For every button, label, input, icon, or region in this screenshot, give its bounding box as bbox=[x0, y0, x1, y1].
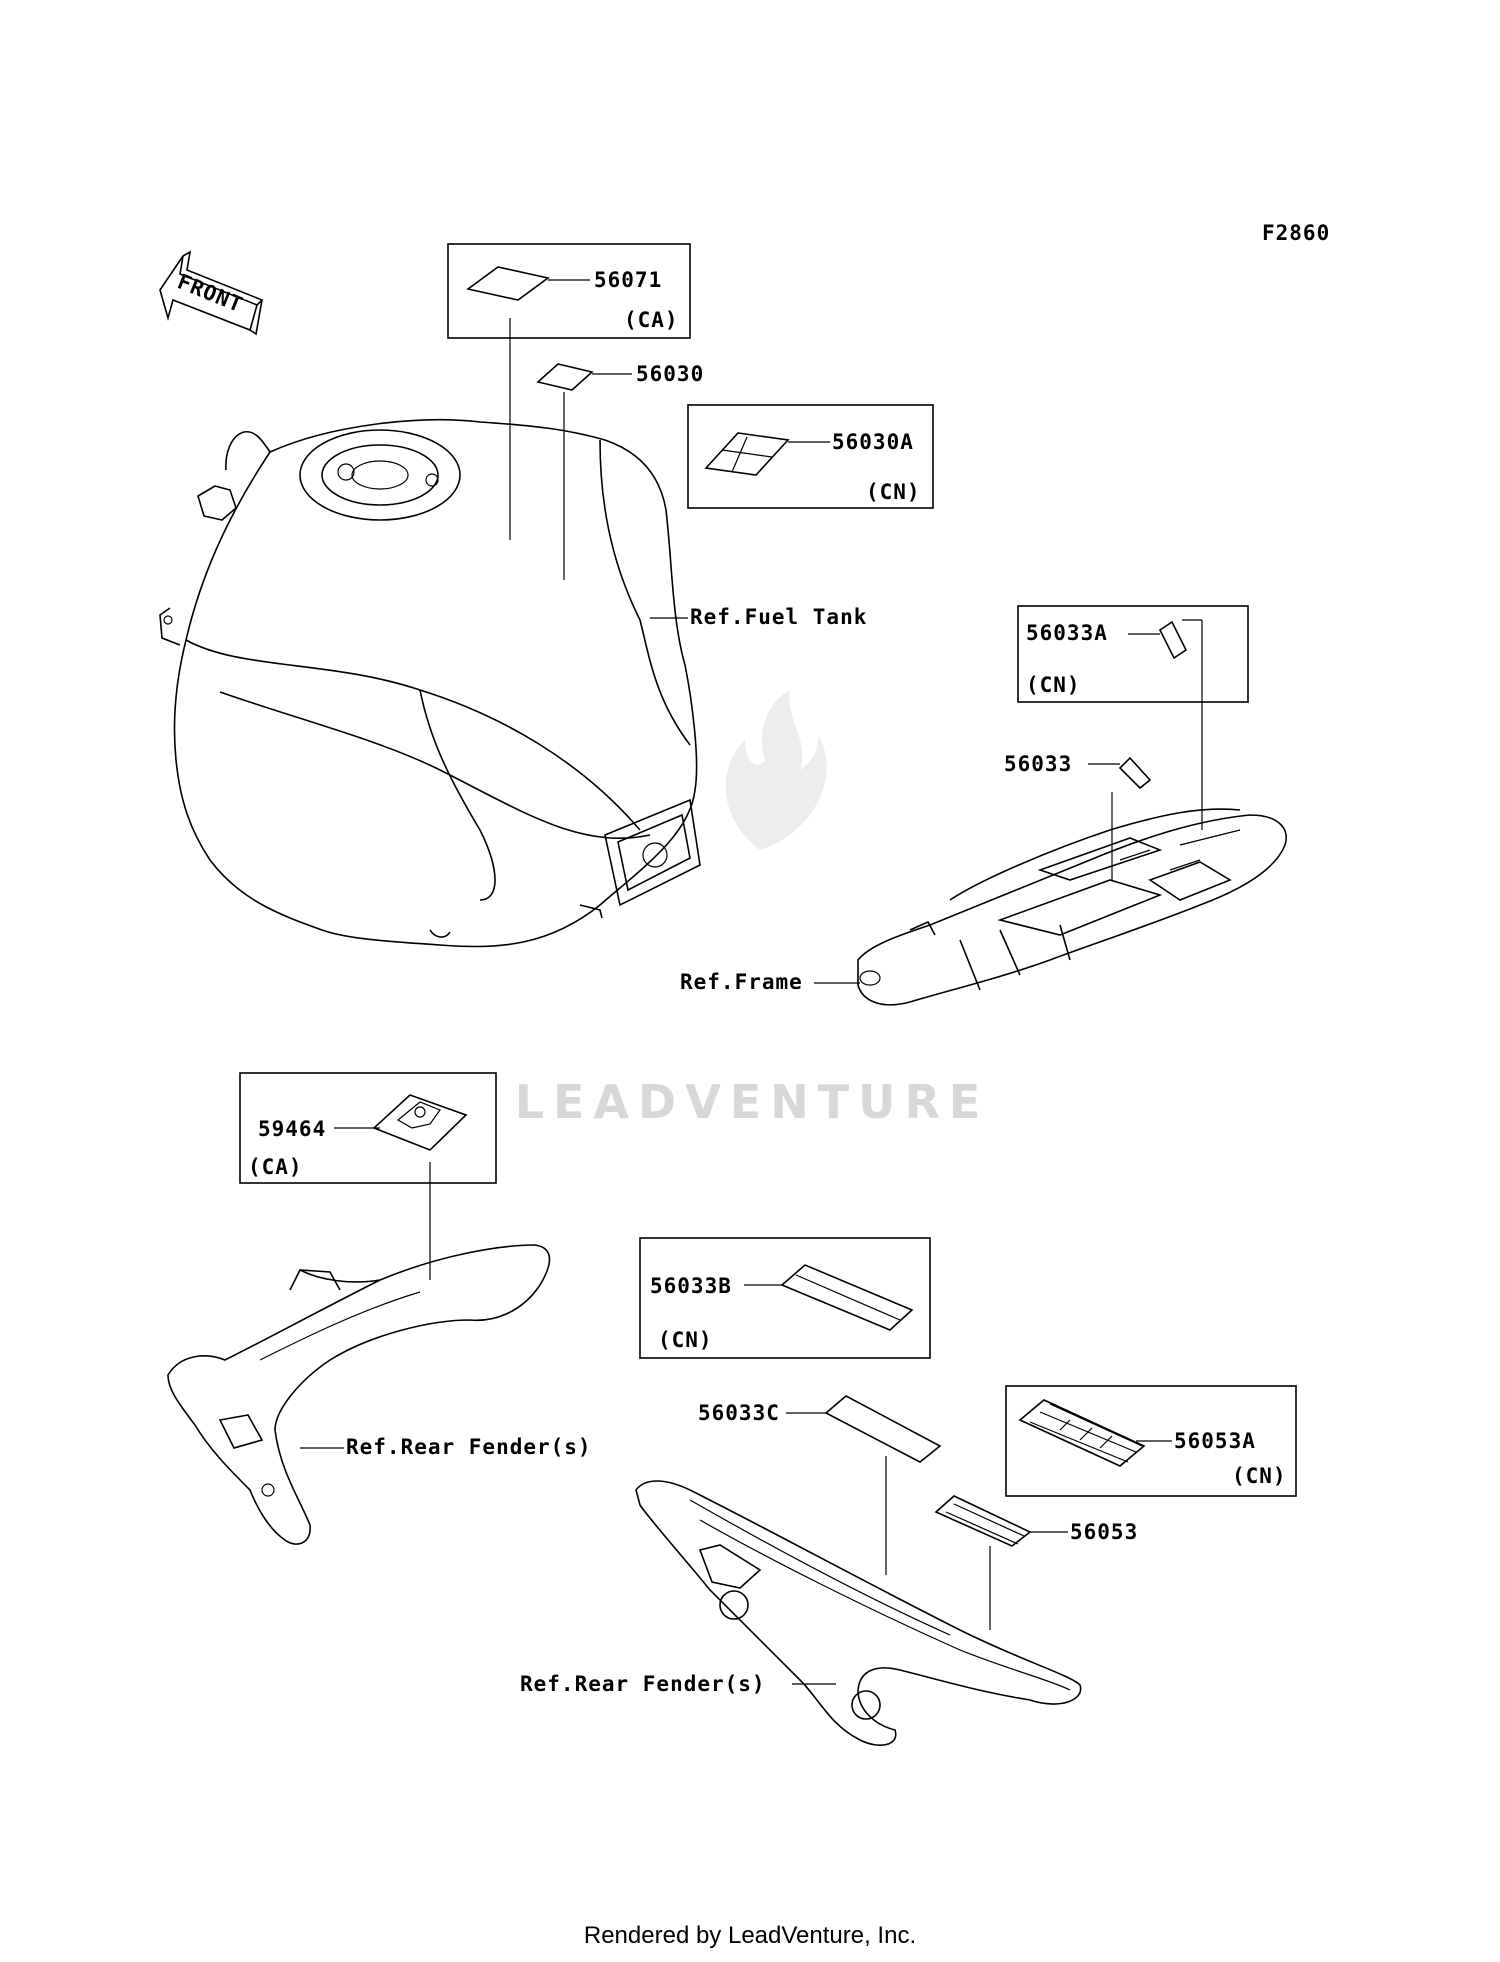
part-59464-decal-icon bbox=[372, 1094, 468, 1151]
part-59464-region: (CA) bbox=[248, 1155, 303, 1179]
rear-fender-left-drawing: Ref.Rear Fender(s) bbox=[167, 1244, 592, 1545]
part-56033A-region: (CN) bbox=[1026, 673, 1081, 697]
ref-fuel-tank[interactable]: Ref.Fuel Tank bbox=[690, 605, 867, 629]
footer-credit: Rendered by LeadVenture, Inc. bbox=[583, 1922, 917, 1949]
part-56033A-decal-icon bbox=[1158, 620, 1188, 660]
part-56053A-number[interactable]: 56053A bbox=[1174, 1429, 1256, 1453]
part-59464-box bbox=[239, 1072, 497, 1184]
part-56033C-callout: 56033C bbox=[698, 1395, 942, 1575]
part-56030A-region: (CN) bbox=[866, 480, 921, 504]
part-56033C-decal-icon bbox=[824, 1395, 942, 1463]
part-56071-decal-icon bbox=[466, 266, 550, 301]
part-56053A-box bbox=[1005, 1385, 1297, 1497]
part-56033A-box bbox=[1017, 605, 1249, 703]
part-56071-callout: 56071 (CA) bbox=[447, 243, 691, 540]
fuel-tank-drawing: Ref.Fuel Tank bbox=[159, 419, 867, 948]
part-56053A-callout: 56053A (CN) bbox=[1005, 1385, 1297, 1497]
watermark-text: LEADVENTURE bbox=[515, 1075, 990, 1129]
part-56033A-number[interactable]: 56033A bbox=[1026, 621, 1108, 645]
part-56033C-number[interactable]: 56033C bbox=[698, 1401, 780, 1425]
part-56030-decal-icon bbox=[536, 363, 594, 391]
part-56053A-decal-icon bbox=[1018, 1399, 1146, 1467]
part-56033-number[interactable]: 56033 bbox=[1004, 752, 1072, 776]
part-56033B-box bbox=[639, 1237, 931, 1359]
part-56030-number[interactable]: 56030 bbox=[636, 362, 704, 386]
ref-rear-fender-right[interactable]: Ref.Rear Fender(s) bbox=[520, 1672, 766, 1696]
diagram-code: F2860 bbox=[1262, 221, 1330, 245]
watermark-flame-icon bbox=[725, 690, 827, 850]
watermark: LEADVENTURE bbox=[515, 690, 990, 1129]
part-56030A-box bbox=[687, 404, 934, 509]
rear-fender-right-drawing: Ref.Rear Fender(s) bbox=[520, 1480, 1082, 1746]
part-56033B-decal-icon bbox=[780, 1264, 914, 1331]
part-56053A-region: (CN) bbox=[1232, 1464, 1287, 1488]
part-56053-number[interactable]: 56053 bbox=[1070, 1520, 1138, 1544]
part-56033A-callout: 56033A (CN) bbox=[1017, 605, 1249, 830]
part-56033-callout: 56033 bbox=[1004, 752, 1152, 880]
part-56033-decal-icon bbox=[1118, 756, 1152, 790]
part-56030A-decal-icon bbox=[704, 432, 790, 476]
part-56033B-region: (CN) bbox=[658, 1328, 713, 1352]
part-56071-box bbox=[447, 243, 691, 339]
part-56030A-callout: 56030A (CN) bbox=[687, 404, 934, 509]
front-arrow: FRONT bbox=[159, 250, 264, 336]
part-56071-region: (CA) bbox=[624, 308, 679, 332]
part-56033B-number[interactable]: 56033B bbox=[650, 1274, 732, 1298]
front-label: FRONT bbox=[174, 269, 246, 317]
part-56030-callout: 56030 bbox=[536, 362, 704, 580]
front-arrow-icon bbox=[159, 255, 258, 332]
part-59464-number[interactable]: 59464 bbox=[258, 1117, 326, 1141]
part-59464-callout: 59464 (CA) bbox=[239, 1072, 497, 1280]
frame-drawing: Ref.Frame bbox=[680, 808, 1287, 1006]
part-56053-decal-icon bbox=[934, 1495, 1032, 1547]
part-56071-number[interactable]: 56071 bbox=[594, 268, 662, 292]
ref-frame[interactable]: Ref.Frame bbox=[680, 970, 803, 994]
part-56030A-number[interactable]: 56030A bbox=[832, 430, 914, 454]
part-56033B-callout: 56033B (CN) bbox=[639, 1237, 931, 1359]
ref-rear-fender-left[interactable]: Ref.Rear Fender(s) bbox=[346, 1435, 592, 1459]
part-56053-callout: 56053 bbox=[934, 1495, 1138, 1630]
